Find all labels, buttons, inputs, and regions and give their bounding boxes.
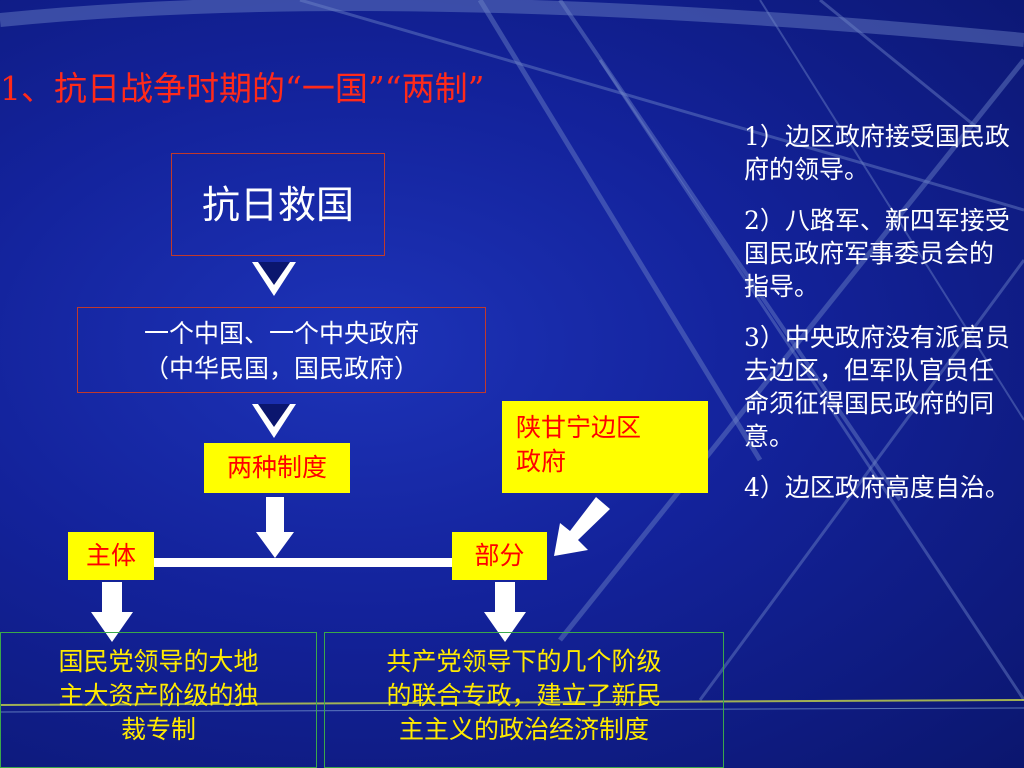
box-shaanganning: 陕甘宁边区 政府 — [502, 401, 708, 493]
box-two-systems-label: 两种制度 — [226, 453, 327, 482]
box-main-body-label: 主体 — [85, 541, 136, 570]
box-kmt-system: 国民党领导的大地 主大资产阶级的独 裁专制 — [0, 632, 317, 768]
box-main-body: 主体 — [68, 532, 154, 580]
box-two-systems: 两种制度 — [204, 443, 350, 493]
box-kangri-label: 抗日救国 — [201, 183, 354, 227]
notes-list: 1）边区政府接受国民政府的领导。 2）八路军、新四军接受国民政府军事委员会的指导… — [744, 120, 1014, 522]
box-ccp-system: 共产党领导下的几个阶级 的联合专政，建立了新民 主主义的政治经济制度 — [324, 632, 724, 768]
note-item: 2）八路军、新四军接受国民政府军事委员会的指导。 — [744, 206, 1010, 301]
box-ccp-line3: 主主义的政治经济制度 — [398, 715, 649, 744]
box-part-label: 部分 — [474, 541, 525, 570]
box-kmt-line1: 国民党领导的大地 — [58, 647, 259, 676]
box-kmt-line3: 裁专制 — [120, 715, 196, 744]
note-item: 4）边区政府高度自治。 — [744, 473, 1010, 502]
note-item: 1）边区政府接受国民政府的领导。 — [744, 122, 1010, 184]
box-shaanganning-line1: 陕甘宁边区 — [516, 413, 642, 442]
arrow-down-icon — [256, 497, 294, 558]
box-ccp-line1: 共产党领导下的几个阶级 — [386, 647, 662, 676]
box-one-china-line1: 一个中国、一个中央政府 — [143, 319, 419, 348]
box-one-china-line2: （中华民国，国民政府） — [143, 354, 419, 383]
box-kmt-line2: 主大资产阶级的独 — [58, 681, 259, 710]
box-part: 部分 — [452, 532, 547, 580]
arrow-diagonal-icon — [554, 497, 610, 556]
box-one-china: 一个中国、一个中央政府 （中华民国，国民政府） — [77, 307, 486, 393]
box-shaanganning-line2: 政府 — [516, 447, 567, 476]
box-kangri: 抗日救国 — [171, 153, 385, 256]
arrow-down-icon — [91, 582, 133, 642]
note-item: 3）中央政府没有派官员去边区，但军队官员任命须征得国民政府的同意。 — [744, 323, 1010, 451]
slide-title: 1、抗日战争时期的“一国”“两制” — [0, 69, 485, 108]
connector-line — [154, 558, 452, 567]
box-ccp-line2: 的联合专政，建立了新民 — [386, 681, 662, 710]
arrow-down-icon — [484, 582, 526, 642]
